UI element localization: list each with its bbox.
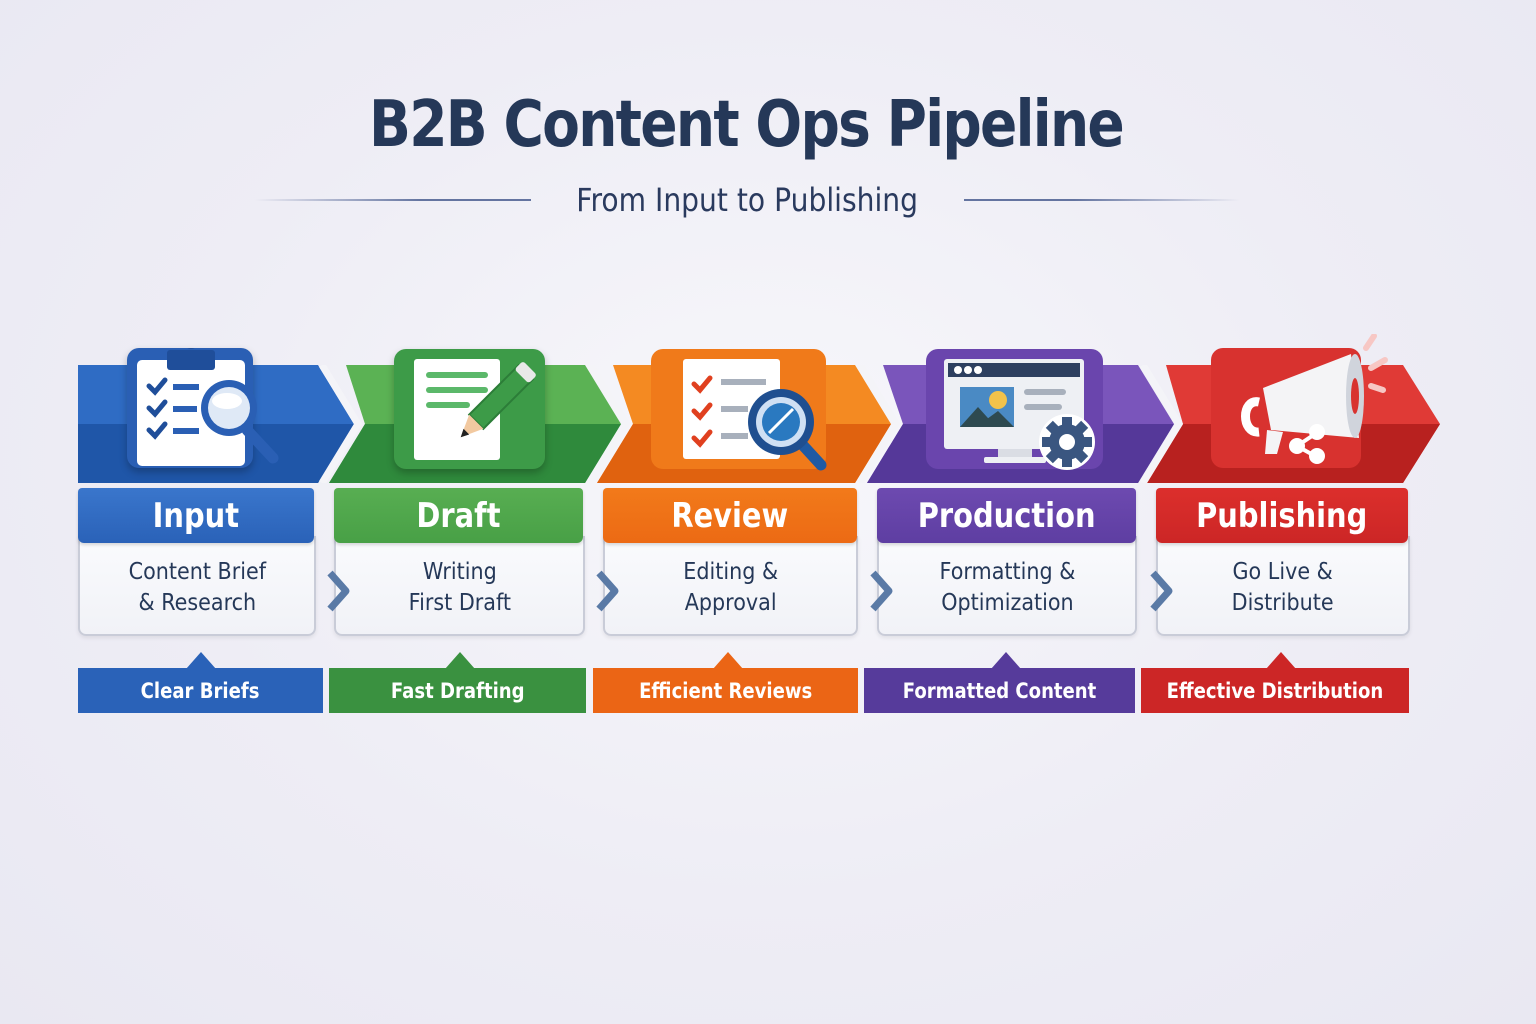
subtitle-divider-left [255,199,532,201]
page-title: B2B Content Ops Pipeline [368,88,1125,162]
tag-notch [713,652,743,669]
stage-title: Production [917,495,1096,536]
clipboard-checklist-magnifier-icon [127,348,279,468]
benefit-tag-publishing: Effective Distribution [1141,668,1409,713]
chevron-right-icon [596,570,619,612]
tag-notch [1266,652,1296,669]
stage-title: Input [152,495,240,536]
stage-title: Review [671,495,789,536]
stage-title: Draft [416,495,501,536]
stage-header-input: Input [78,488,314,543]
benefit-label: Fast Drafting [390,678,525,703]
benefit-tag-review: Efficient Reviews [593,668,858,713]
stage-header-publishing: Publishing [1156,488,1408,543]
stage-description: Content Brief & Research [128,559,266,616]
document-pencil-icon [394,349,545,469]
stage-header-production: Production [877,488,1136,543]
stage-title: Publishing [1196,495,1368,536]
benefit-label: Efficient Reviews [638,678,813,703]
benefit-tag-draft: Fast Drafting [329,668,586,713]
stage-card-review: Editing & Approval [603,536,858,636]
stage-card-publishing: Go Live & Distribute [1156,536,1410,636]
tag-notch [991,652,1021,669]
stage-description: Formatting & Optimization [939,559,1075,616]
subtitle-row: From Input to Publishing [255,178,1241,222]
page-subtitle: From Input to Publishing [576,181,919,219]
tag-notch [186,652,216,669]
chevron-right-icon [1150,570,1173,612]
subtitle-divider-right [963,199,1241,201]
stage-card-draft: Writing First Draft [334,536,585,636]
stage-header-draft: Draft [334,488,583,543]
megaphone-share-icon [1211,334,1391,468]
stage-description: Editing & Approval [683,559,778,616]
chevron-right-icon [870,570,893,612]
stage-description: Go Live & Distribute [1232,559,1334,616]
benefit-tag-production: Formatted Content [864,668,1135,713]
stage-card-input: Content Brief & Research [78,536,316,636]
stage-description: Writing First Draft [408,559,511,616]
stage-card-production: Formatting & Optimization [877,536,1137,636]
benefit-label: Effective Distribution [1166,678,1384,703]
checklist-magnifier-icon [651,349,827,471]
chevron-right-icon [327,570,350,612]
benefit-label: Clear Briefs [141,678,260,703]
stage-header-review: Review [603,488,857,543]
tag-notch [445,652,475,669]
benefit-tag-input: Clear Briefs [78,668,323,713]
benefit-label: Formatted Content [902,678,1097,703]
monitor-gear-icon [926,349,1104,470]
